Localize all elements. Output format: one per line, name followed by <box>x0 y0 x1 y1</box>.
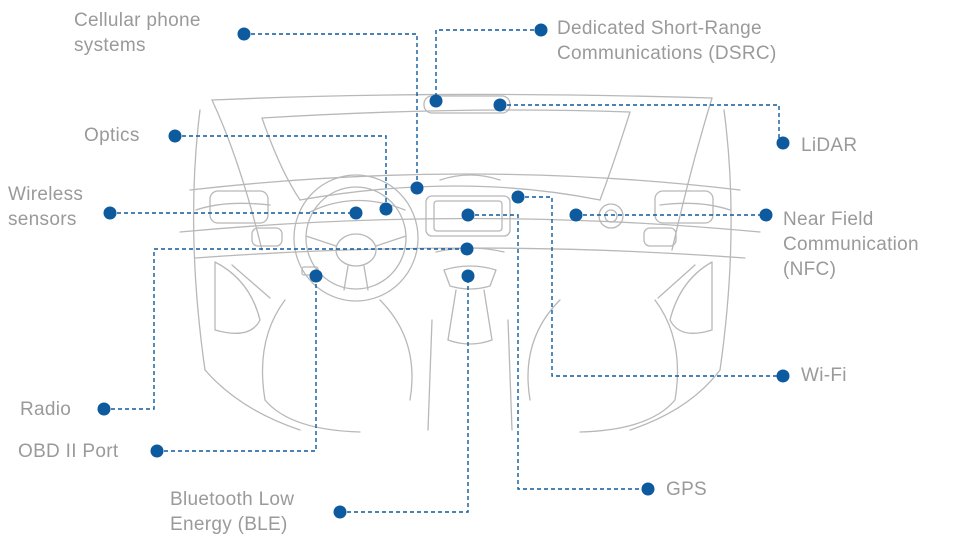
marker-optics-car <box>379 202 393 216</box>
label-cellular-phone-systems: Cellular phone systems <box>74 10 201 56</box>
connector-obd <box>157 276 317 452</box>
label-ble: Bluetooth Low Energy (BLE) <box>170 489 295 535</box>
connector-dsrc <box>435 29 541 101</box>
label-obd-ii-port: OBD II Port <box>18 441 119 462</box>
connector-lidar <box>500 104 780 143</box>
marker-nfc-label <box>759 208 773 222</box>
label-gps: GPS <box>666 479 708 500</box>
connector-gps <box>468 214 648 490</box>
marker-cellular-car <box>410 181 424 195</box>
marker-wireless-sensors-label <box>103 206 117 220</box>
marker-lidar-label <box>776 136 790 150</box>
label-nfc: Near Field Communication (NFC) <box>783 209 919 280</box>
label-optics: Optics <box>84 125 140 146</box>
marker-radio-car <box>460 242 474 256</box>
connector-wifi <box>518 196 783 377</box>
label-dsrc: Dedicated Short-Range Communications (DS… <box>557 18 777 64</box>
marker-obd-label <box>150 444 164 458</box>
marker-ble-label <box>333 505 347 519</box>
marker-cellular-label <box>237 27 251 41</box>
marker-obd-car <box>309 269 323 283</box>
label-wifi: Wi-Fi <box>801 365 847 386</box>
marker-wifi-car <box>511 190 525 204</box>
label-lidar: LiDAR <box>801 135 858 156</box>
marker-nfc-car <box>569 208 583 222</box>
marker-wireless-sensors-car <box>349 206 363 220</box>
connector-optics <box>175 135 387 209</box>
connector-radio <box>104 248 467 410</box>
marker-gps-label <box>641 482 655 496</box>
marker-wifi-label <box>776 369 790 383</box>
marker-dsrc-car <box>429 94 443 108</box>
marker-optics-label <box>168 129 182 143</box>
connector-cellular <box>244 33 418 188</box>
marker-radio-label <box>97 402 111 416</box>
marker-gps-car <box>461 208 475 222</box>
label-radio: Radio <box>20 399 72 420</box>
connector-ble <box>340 276 469 513</box>
marker-dsrc-label <box>534 23 548 37</box>
marker-lidar-car <box>493 98 507 112</box>
marker-ble-car <box>461 269 475 283</box>
label-wireless-sensors: Wireless sensors <box>8 184 84 230</box>
